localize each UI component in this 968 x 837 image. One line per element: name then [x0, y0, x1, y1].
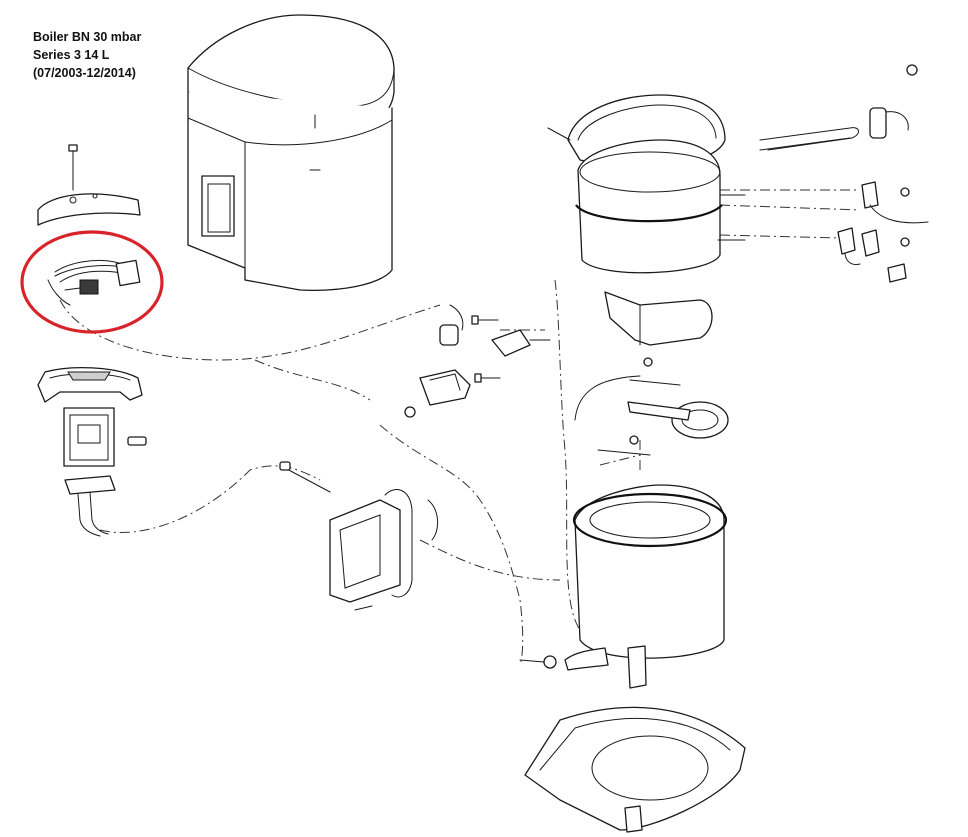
- diagram-title: Boiler BN 30 mbar Series 3 14 L (07/2003…: [33, 28, 141, 82]
- base-tray: [524, 706, 746, 833]
- screw-top-left: [68, 144, 78, 191]
- burner: [627, 379, 729, 439]
- fuse: [127, 436, 147, 446]
- title-line-2: Series 3 14 L: [33, 48, 110, 62]
- electrode-holder: [491, 329, 551, 357]
- terminal-block: [64, 475, 116, 537]
- control-bracket: [37, 366, 143, 403]
- water-tank-top: [575, 139, 746, 274]
- control-board: [63, 407, 115, 467]
- burner-shield: [604, 291, 713, 346]
- bushing: [439, 304, 464, 346]
- title-line-1: Boiler BN 30 mbar: [33, 30, 142, 44]
- combustion-chamber: [519, 484, 728, 689]
- clamp-block: [419, 369, 471, 406]
- washer: [404, 406, 416, 418]
- title-line-3: (07/2003-12/2014): [33, 66, 136, 80]
- highlight-circle: [20, 230, 164, 334]
- thermostat-bracket: [861, 181, 929, 224]
- screw-middle: [471, 315, 499, 325]
- heating-element: [759, 64, 918, 151]
- leader-lines: [59, 189, 861, 666]
- wiring-harness: [47, 259, 141, 306]
- gas-valve-pipe: [574, 357, 653, 456]
- mounting-plate: [37, 193, 141, 226]
- cover-housing: [187, 14, 395, 291]
- sensor-probe: [279, 461, 331, 493]
- thermostat-clip: [837, 227, 910, 283]
- ignition-module: [329, 489, 438, 611]
- screw-clamp: [474, 373, 501, 383]
